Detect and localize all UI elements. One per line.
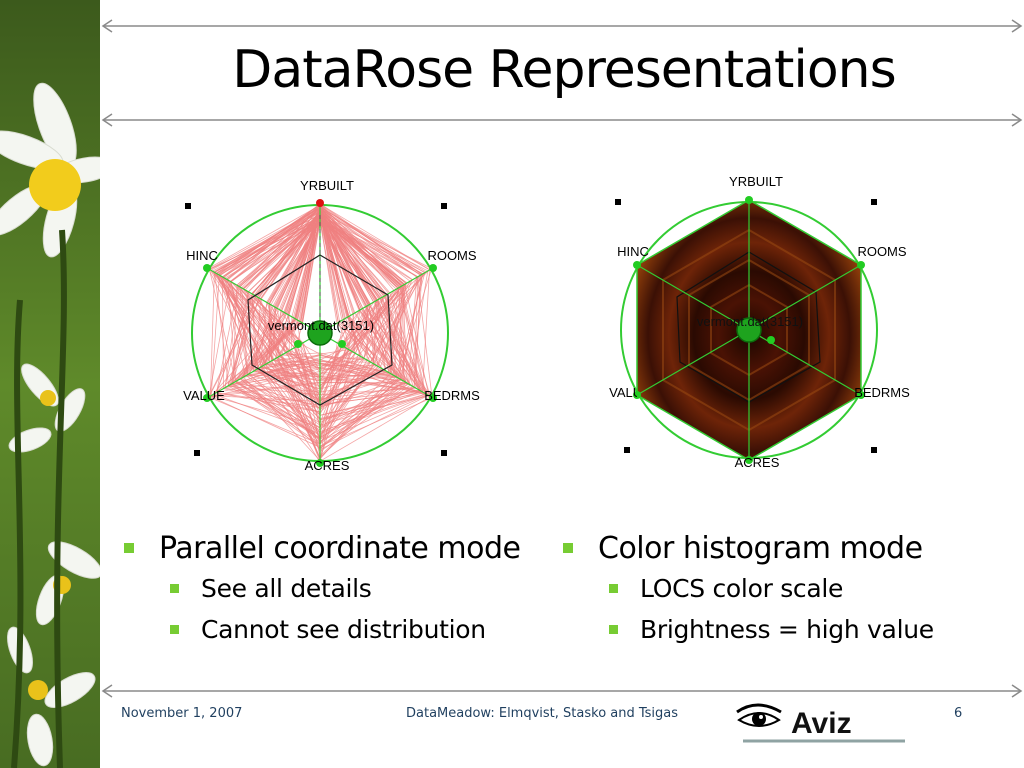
bullet-heading-text: Parallel coordinate mode — [159, 530, 521, 566]
sub-bullet-text: See all details — [201, 574, 372, 603]
logo-text: Aviz — [791, 707, 852, 740]
axis-label-acres: ACRES — [305, 458, 350, 473]
bullet-square — [124, 543, 134, 553]
daisy-photo-strip — [0, 0, 100, 768]
axis-label-yrbuilt: YRBUILT — [300, 178, 354, 193]
axis-spokes — [636, 200, 862, 460]
sub-bullet-text: Cannot see distribution — [201, 615, 486, 644]
eye-icon — [736, 703, 782, 727]
bullet-square — [563, 543, 573, 553]
sub-bullet: LOCS color scale — [609, 568, 934, 609]
average-polygon — [247, 254, 393, 406]
axis-label-hinc: HINC — [617, 244, 649, 259]
axis-label-value: VALUE — [609, 385, 651, 400]
axis-endpoints — [633, 196, 865, 464]
axis-label-bedrms: BEDRMS — [854, 385, 910, 400]
page-number: 6 — [954, 706, 963, 721]
center-node[interactable] — [307, 320, 333, 346]
sub-bullet: See all details — [170, 568, 520, 609]
footer-date: November 1, 2007 — [121, 706, 243, 721]
axis-label-value-clip: VALUE — [609, 385, 651, 400]
sub-bullet-text: LOCS color scale — [640, 574, 844, 603]
axis-label-rooms: ROOMS — [857, 244, 906, 259]
footer-rule — [101, 684, 1023, 698]
bullet-heading-right: Color histogram mode — [563, 528, 934, 568]
axis-label-bedrms: BEDRMS — [424, 388, 480, 403]
aviz-logo: Aviz — [736, 703, 905, 743]
bullet-square — [170, 625, 179, 634]
top-rule — [101, 19, 1023, 33]
bullet-heading-text: Color histogram mode — [598, 530, 923, 566]
slide-title: DataRose Representations — [232, 40, 896, 100]
bullet-square — [609, 584, 618, 593]
corner-handles — [615, 199, 877, 453]
corner-handles — [185, 203, 447, 456]
bullet-square — [170, 584, 179, 593]
axis-label-value: VALUE — [183, 388, 225, 403]
sub-bullet-text: Brightness = high value — [640, 615, 934, 644]
sub-bullet: Cannot see distribution — [170, 609, 520, 650]
bullet-square — [609, 625, 618, 634]
axis-label-yrbuilt: YRBUILT — [729, 174, 783, 189]
bullets-left: Parallel coordinate mode See all details… — [124, 528, 521, 650]
datarose-parallel-figure: YRBUILT ROOMS BEDRMS ACRES VALUE HINC ve… — [183, 178, 480, 473]
footer-center-text: DataMeadow: Elmqvist, Stasko and Tsigas — [406, 706, 679, 721]
title-rule — [101, 113, 1023, 127]
bullet-heading-left: Parallel coordinate mode — [124, 528, 521, 568]
dataset-label: vermont.dat(3151) — [268, 318, 374, 333]
center-node[interactable] — [736, 317, 762, 343]
axis-label-acres: ACRES — [735, 455, 780, 470]
axis-label-hinc: HINC — [186, 248, 218, 263]
yrbuilt-marker — [316, 199, 324, 207]
axis-endpoints — [203, 264, 437, 467]
dataset-label: vermont.dat(3151) — [697, 314, 803, 329]
datarose-color-histogram-figure: YRBUILT ROOMS BEDRMS ACRES HINC vermont.… — [609, 174, 910, 470]
axis-label-rooms: ROOMS — [427, 248, 476, 263]
sub-bullet: Brightness = high value — [609, 609, 934, 650]
bullets-right: Color histogram mode LOCS color scale Br… — [563, 528, 934, 650]
